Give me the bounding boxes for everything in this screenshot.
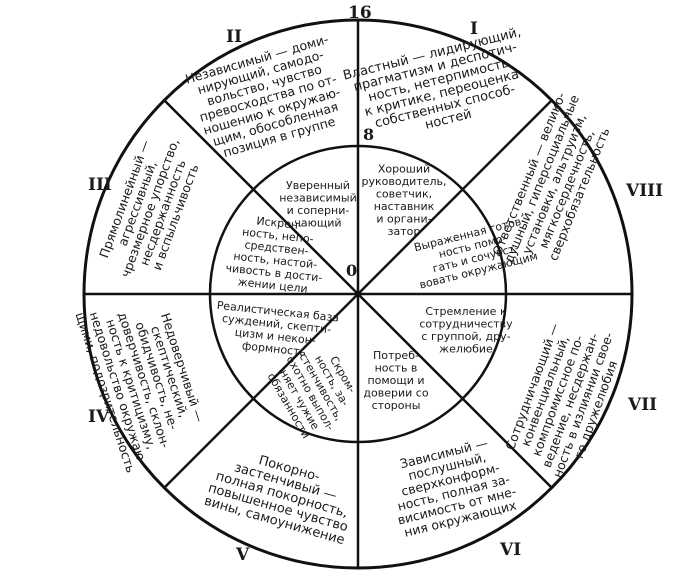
octant-I-inner-text-line: советчик, [376,188,432,201]
octant-numeral-VIII: VIII [625,181,663,201]
octant-VI-inner-text-line: ность в [375,361,418,374]
octant-numeral-VI: VI [499,540,521,560]
octant-II-inner-text-line: и соперни- [287,204,350,217]
octant-II-inner-text-line: чающий [294,217,341,230]
octant-I-inner-text-line: наставник [374,200,435,213]
octant-III-inner-text-line: Искрен- [256,214,303,232]
octant-VII-inner-text-line: сотрудничеству [419,318,513,331]
octant-I-inner-text-line: руководитель, [361,175,446,188]
octant-I-inner-text-line: затор [388,225,421,238]
scale-label-16: 16 [348,3,372,23]
octant-II-inner-text-line: независимый [279,192,357,205]
divider-diag-se [357,293,553,489]
octant-VI-inner-text-line: стороны [372,399,421,412]
octant-numeral-V: V [235,545,250,565]
divider-diag-sw [163,293,359,489]
octant-numeral-IV: IV [88,407,110,427]
octant-VII-inner-text-line: Стремление к [425,305,507,318]
octant-II-inner-text-line: Уверенный [286,179,350,192]
octant-numeral-III: III [88,175,112,195]
octant-VII-inner-text-line: желюбие [439,343,493,356]
octant-VII-outer-text: Сотрудничающий —конвенциальный,компромис… [499,312,629,485]
octant-VI-inner-text-line: помощи и [367,374,424,387]
divider-diag-ne [357,99,553,295]
octant-IV-inner-text: Реалистическая базасуждений, скепти-цизм… [212,299,339,362]
octant-VI-inner-text-line: Потреб- [373,349,419,362]
octant-numeral-VII: VII [627,395,657,415]
octant-IV-outer-text: Недоверчивый —скептический,обидчивость, … [73,285,216,474]
octant-III-outer-text: Прямолинейный —агрессивный,чрезмерное уп… [92,127,207,288]
octant-VI-outer-text: Зависимый —послушный,сверхконформ-ность,… [383,431,521,541]
octant-I-inner-text-line: Хороший [378,163,430,176]
scale-label-8: 8 [363,125,374,144]
octant-numeral-I: I [470,19,478,39]
divider-diag-nw [163,99,359,295]
octant-V-outer-text: Покорно-застенчивый —полная покорность,п… [202,442,361,548]
octant-VII-inner-text-line: с группой, дру- [421,330,510,343]
octant-VI-inner-text-line: доверии со [363,386,428,399]
octant-numeral-II: II [226,27,242,47]
scale-label-0: 0 [346,261,357,280]
octant-I-inner-text-line: и органи- [376,213,431,226]
